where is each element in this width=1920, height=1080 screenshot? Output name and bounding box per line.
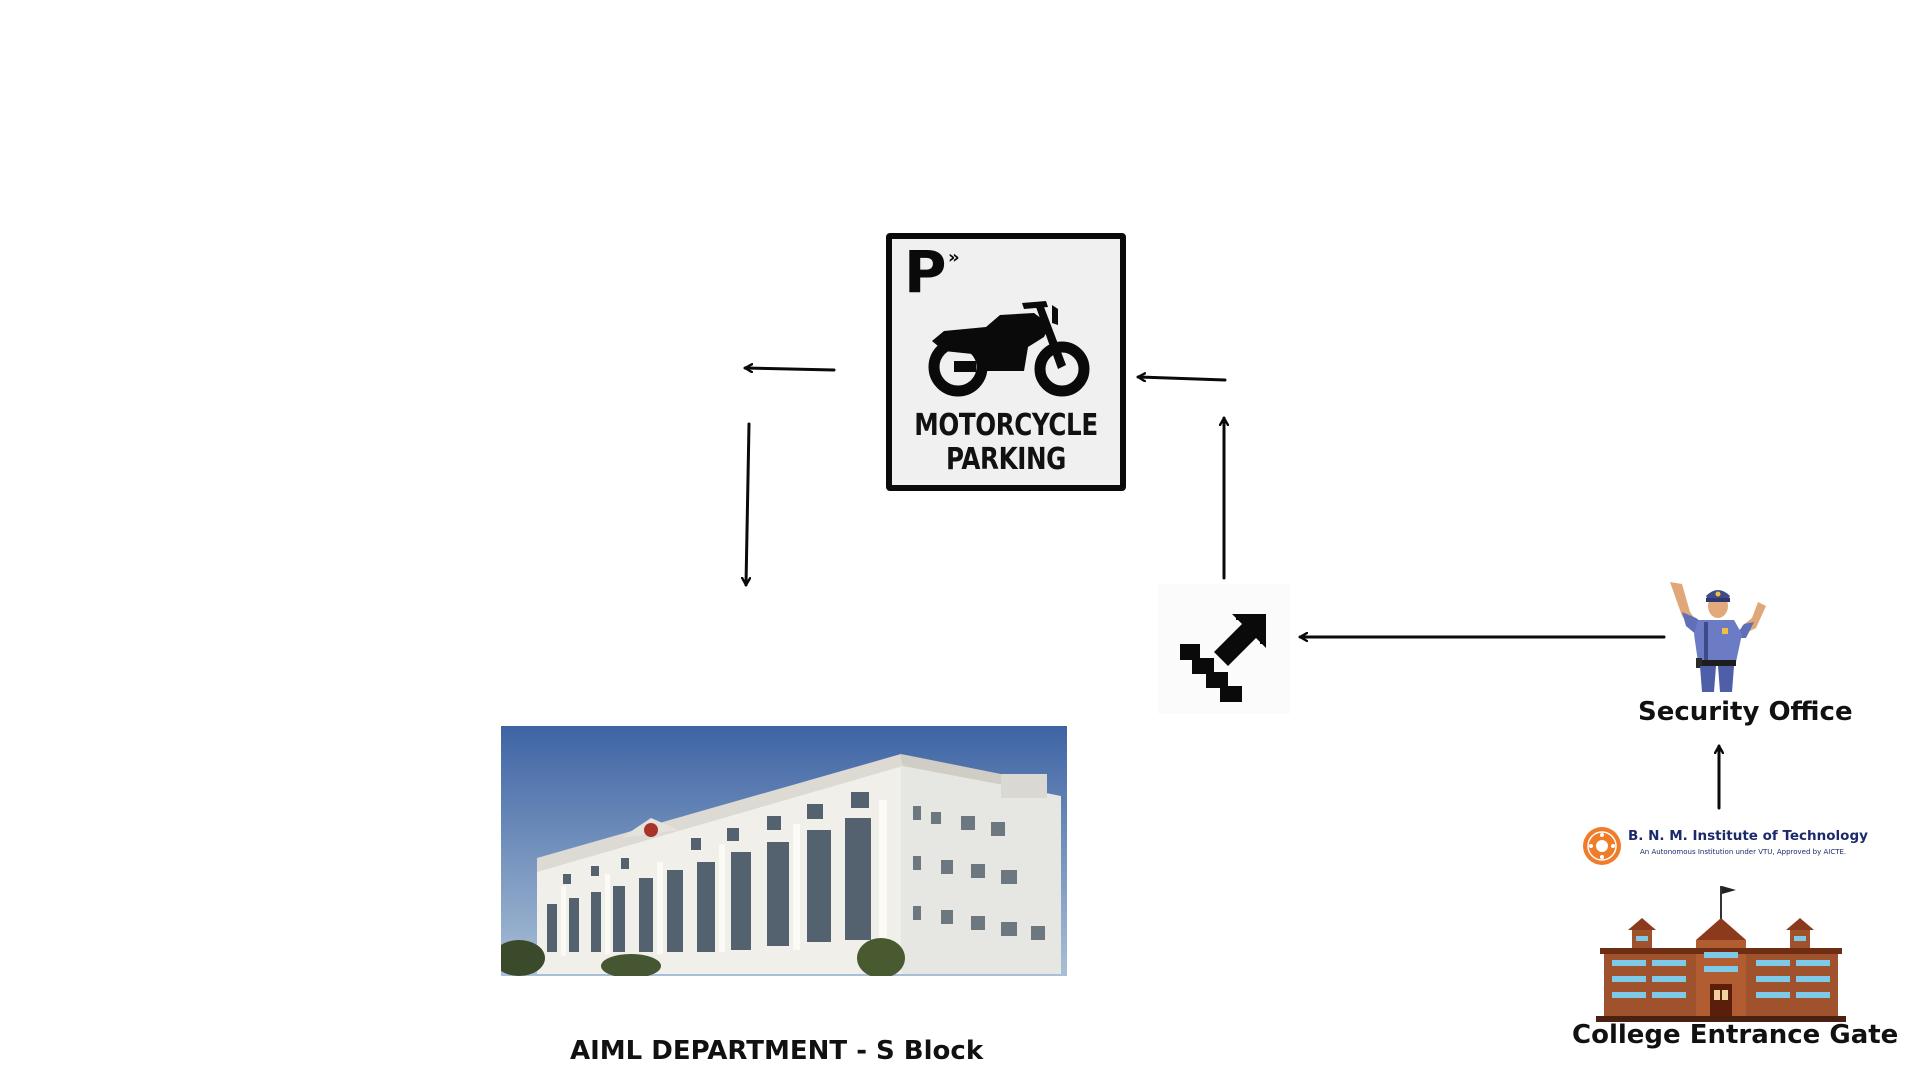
parking-sign-line1: MOTORCYCLE (914, 408, 1098, 443)
motorcycle-parking-sign: P » MOTORCYCLE PARKING (886, 233, 1126, 491)
stairs-up-icon (1158, 584, 1290, 714)
college-name: B. N. M. Institute of Technology (1628, 828, 1868, 844)
aiml-department-caption: AIML DEPARTMENT - S Block (570, 1036, 984, 1066)
arrow-down-to-aiml (746, 422, 749, 587)
parking-chevrons: » (948, 247, 960, 268)
college-building-icon (1596, 886, 1846, 1022)
college-entrance-gate-caption: College Entrance Gate (1572, 1020, 1899, 1050)
college-seal-icon (1583, 827, 1621, 865)
arrow-to-parking-left (1136, 377, 1227, 380)
security-office-caption: Security Office (1638, 697, 1853, 727)
college-logo: B. N. M. Institute of Technology An Auto… (1578, 822, 1868, 872)
motorcycle-icon (928, 301, 1090, 397)
aiml-building-photo (501, 726, 1067, 976)
security-guard-icon (1670, 582, 1766, 692)
parking-sign-line2: PARKING (946, 442, 1066, 477)
college-subtitle: An Autonomous Institution under VTU, App… (1640, 848, 1847, 856)
arrow-parking-left (743, 368, 836, 370)
parking-p-letter: P (904, 238, 947, 306)
